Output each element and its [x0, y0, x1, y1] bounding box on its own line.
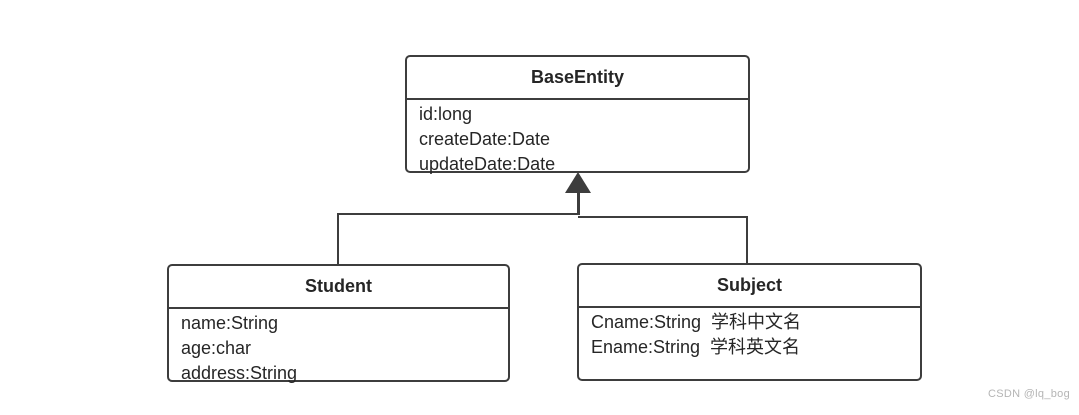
class-field: createDate:Date	[419, 129, 551, 149]
class-body-student: name:String age:char address:String	[169, 309, 508, 386]
class-box-subject: Subject Cname:String 学科中文名 Ename:String …	[577, 263, 922, 381]
connector-arrow-shaft	[577, 189, 580, 215]
class-box-baseentity: BaseEntity id:long createDate:Date updat…	[405, 55, 750, 174]
class-field: address:String	[181, 363, 298, 383]
class-body-subject: Cname:String 学科中文名 Ename:String 学科英文名	[579, 308, 920, 360]
inheritance-arrowhead-icon	[565, 172, 591, 193]
class-field: id:long	[419, 104, 473, 124]
connector-vertical-subject	[746, 216, 748, 263]
connector-vertical-student	[337, 213, 339, 264]
class-field: name:String	[181, 313, 279, 333]
class-title-baseentity: BaseEntity	[407, 57, 748, 100]
class-field: updateDate:Date	[419, 154, 556, 174]
class-field: Cname:String 学科中文名	[591, 312, 802, 332]
watermark: CSDN @lq_bog	[987, 388, 1070, 400]
connector-horizontal-right	[578, 216, 748, 218]
class-field: Ename:String 学科英文名	[591, 337, 801, 357]
class-body-baseentity: id:long createDate:Date updateDate:Date	[407, 100, 748, 177]
connector-horizontal-left	[338, 213, 580, 215]
class-title-student: Student	[169, 266, 508, 309]
class-title-subject: Subject	[579, 265, 920, 308]
class-field: age:char	[181, 338, 252, 358]
class-box-student: Student name:String age:char address:Str…	[167, 264, 510, 383]
